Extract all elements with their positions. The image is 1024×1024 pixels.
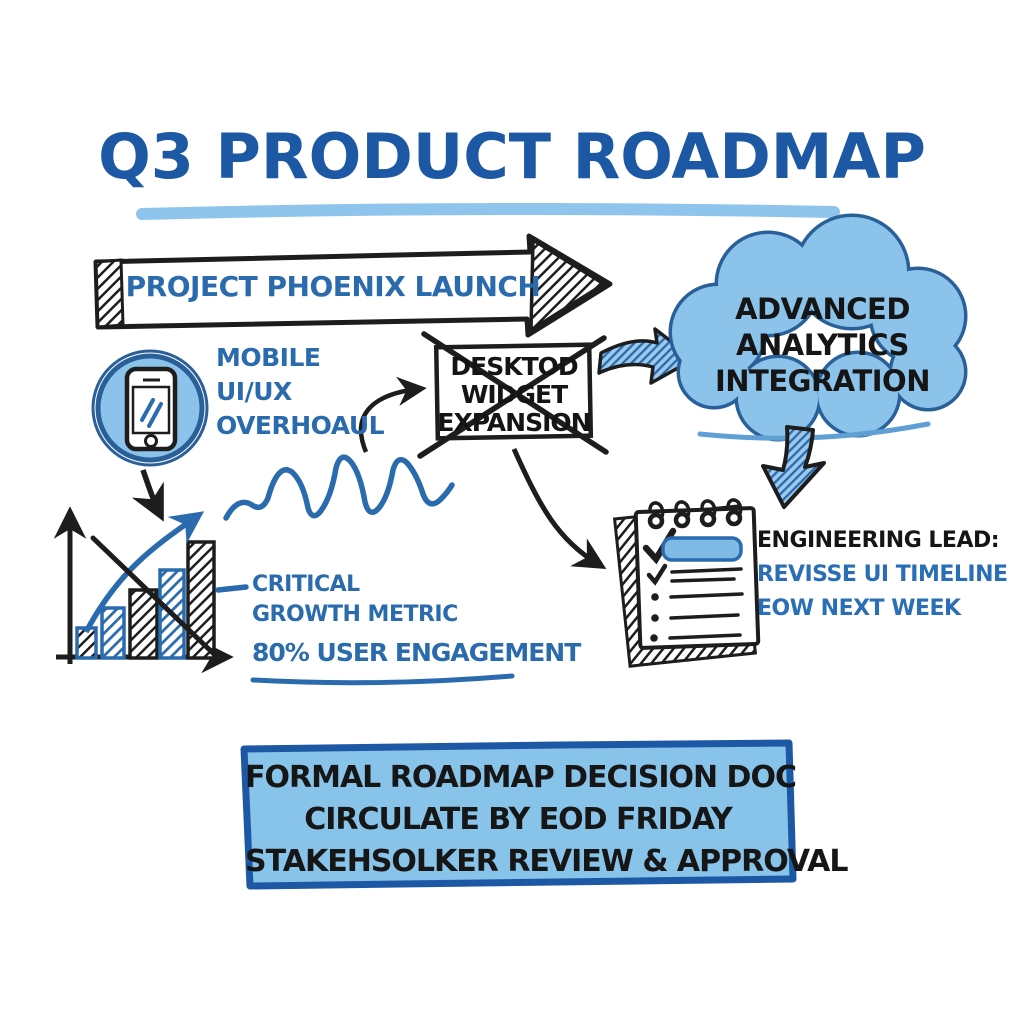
desktop-label-line: DESKTOD xyxy=(450,352,578,381)
engineering-lead-heading: ENGINEERING LEAD: xyxy=(757,528,1000,553)
trend-up-arrow xyxy=(83,511,205,634)
highlight-bar xyxy=(661,536,743,562)
mobile-label-line: MOBILE xyxy=(216,343,321,372)
metric-label-line: CRITICAL xyxy=(252,572,360,597)
chart-bar xyxy=(128,588,159,660)
banner-label: PROJECT PHOENIX LAUNCH xyxy=(125,269,541,303)
cross-out-line xyxy=(417,335,607,459)
page-title: Q3 PRODUCT ROADMAP xyxy=(98,120,926,193)
decision-line: FORMAL ROADMAP DECISION DOC xyxy=(245,760,797,795)
mobile-label-line: UI/UX xyxy=(216,377,292,406)
smartphone-icon xyxy=(91,349,209,467)
squiggle-line xyxy=(223,454,455,521)
chart-bars xyxy=(75,540,216,660)
arrow-phone-to-chart xyxy=(131,469,164,522)
legend-dash xyxy=(215,584,249,593)
decision-line: CIRCULATE BY EOD FRIDAY xyxy=(304,802,733,837)
decision-line: STAKEHSOLKER REVIEW & APPROVAL xyxy=(245,844,848,879)
chart-bar xyxy=(75,626,98,660)
arrow-desktop-to-notepad xyxy=(511,447,607,570)
arrow-mobile-to-desktop xyxy=(358,376,427,453)
cloud-icon xyxy=(668,213,968,442)
metric-highlight: 80% USER ENGAGEMENT xyxy=(252,638,581,667)
banner-arrow-icon xyxy=(93,233,613,338)
desktop-label-line: WIDGET xyxy=(460,380,568,409)
arrow-cloud-to-notepad xyxy=(761,425,826,509)
cloud-label-line: ADVANCED xyxy=(735,292,910,326)
checklist-notepad-icon xyxy=(612,498,761,668)
metric-label-line: GROWTH METRIC xyxy=(252,602,458,627)
desktop-widget-box xyxy=(417,331,609,459)
chart-bar xyxy=(100,606,126,660)
engineering-note-line: EOW NEXT WEEK xyxy=(757,596,961,621)
spiral-binding xyxy=(647,498,743,530)
title-underline xyxy=(136,202,840,220)
mobile-label-line: OVERHOAUL xyxy=(216,411,385,440)
trend-down-line xyxy=(90,535,219,659)
decision-box xyxy=(240,739,797,890)
desktop-label-line: EXPANSION xyxy=(437,408,591,437)
bar-chart-icon xyxy=(53,506,234,674)
cloud-label-line: ANALYTICS xyxy=(736,328,909,362)
metric-underline xyxy=(250,673,515,686)
check-icon xyxy=(646,563,668,586)
engineering-note-line: REVISSE UI TIMELINE xyxy=(757,562,1008,587)
cloud-label-line: INTEGRATION xyxy=(715,364,930,398)
